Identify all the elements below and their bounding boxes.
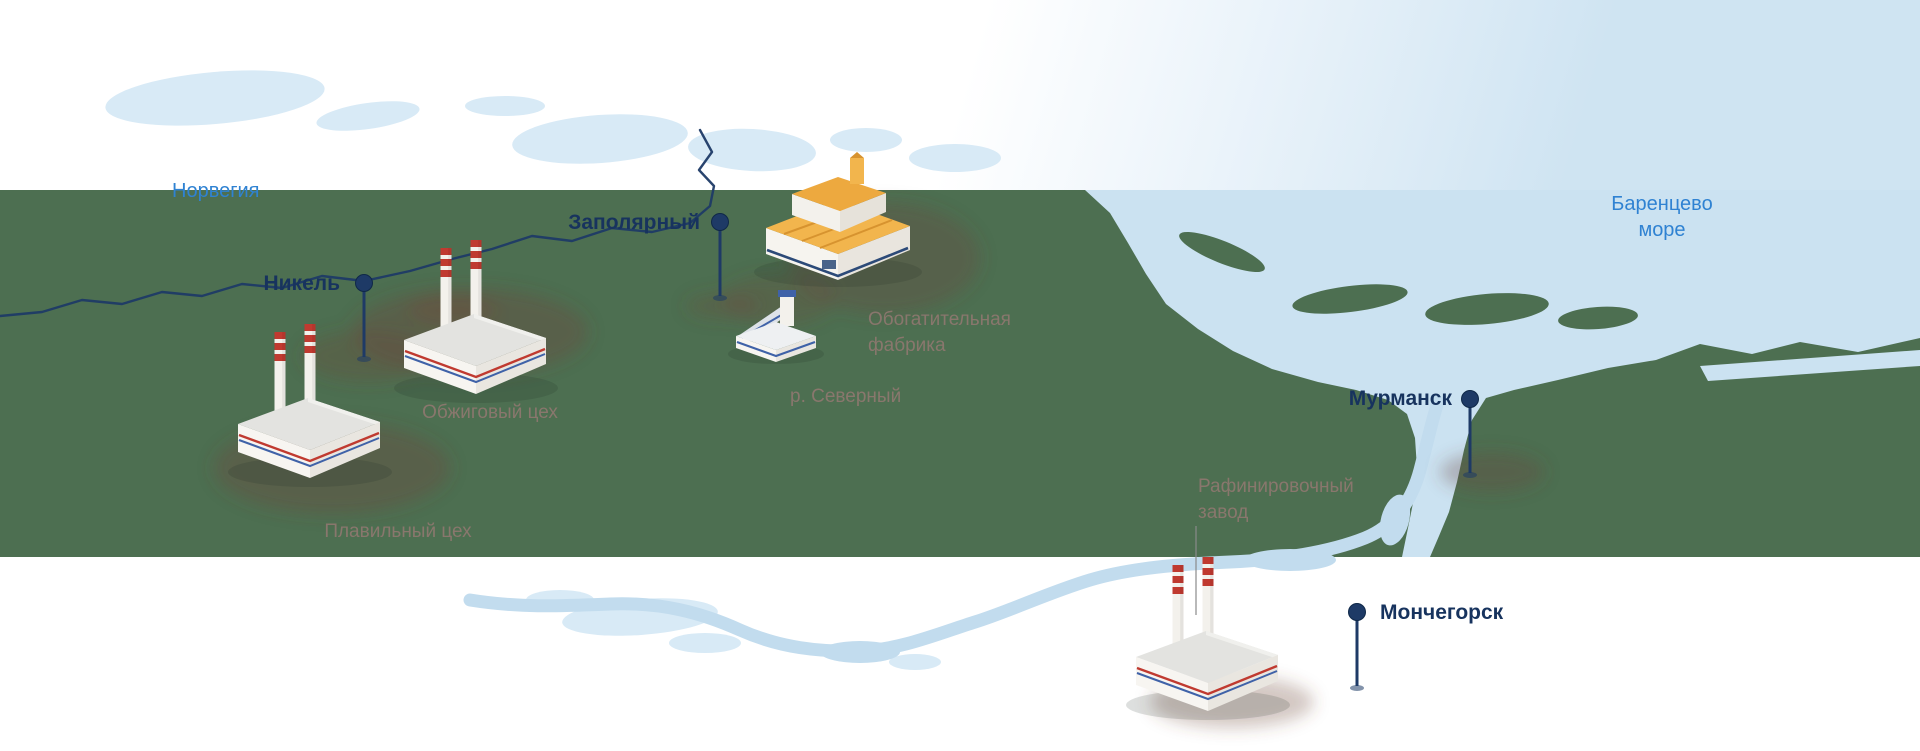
barents-sea-label-line2: море [1638, 219, 1685, 241]
severny-mine-label: р. Северный [790, 386, 901, 407]
concentrator-label-line2: фабрика [868, 335, 946, 356]
fjord-strip [1700, 350, 1920, 381]
city-label-murmansk: Мурманск [1349, 387, 1453, 410]
city-label-zapolyarny: Заполярный [568, 211, 700, 234]
refinery-label-line1: Рафинировочный [1198, 476, 1354, 497]
river [463, 395, 1445, 663]
norway-label: Норвегия [172, 180, 260, 202]
border-line [0, 128, 716, 318]
sky-sea-gradient [900, 0, 1920, 191]
concentrator-label-line1: Обогатительная [868, 309, 1011, 330]
sea-islands [1179, 231, 1638, 330]
roasting-shop-label: Обжиговый цех [422, 402, 558, 423]
smelting-shop-label: Плавильный цех [324, 521, 472, 542]
city-label-monchegorsk: Мончегорск [1380, 601, 1504, 624]
northern-ice-patches [105, 70, 1001, 172]
refinery-label-line2: завод [1198, 502, 1248, 523]
barents-sea-label-line1: Баренцево [1611, 193, 1712, 215]
barents-sea [1085, 190, 1920, 557]
city-label-nikel: Никель [263, 272, 340, 295]
